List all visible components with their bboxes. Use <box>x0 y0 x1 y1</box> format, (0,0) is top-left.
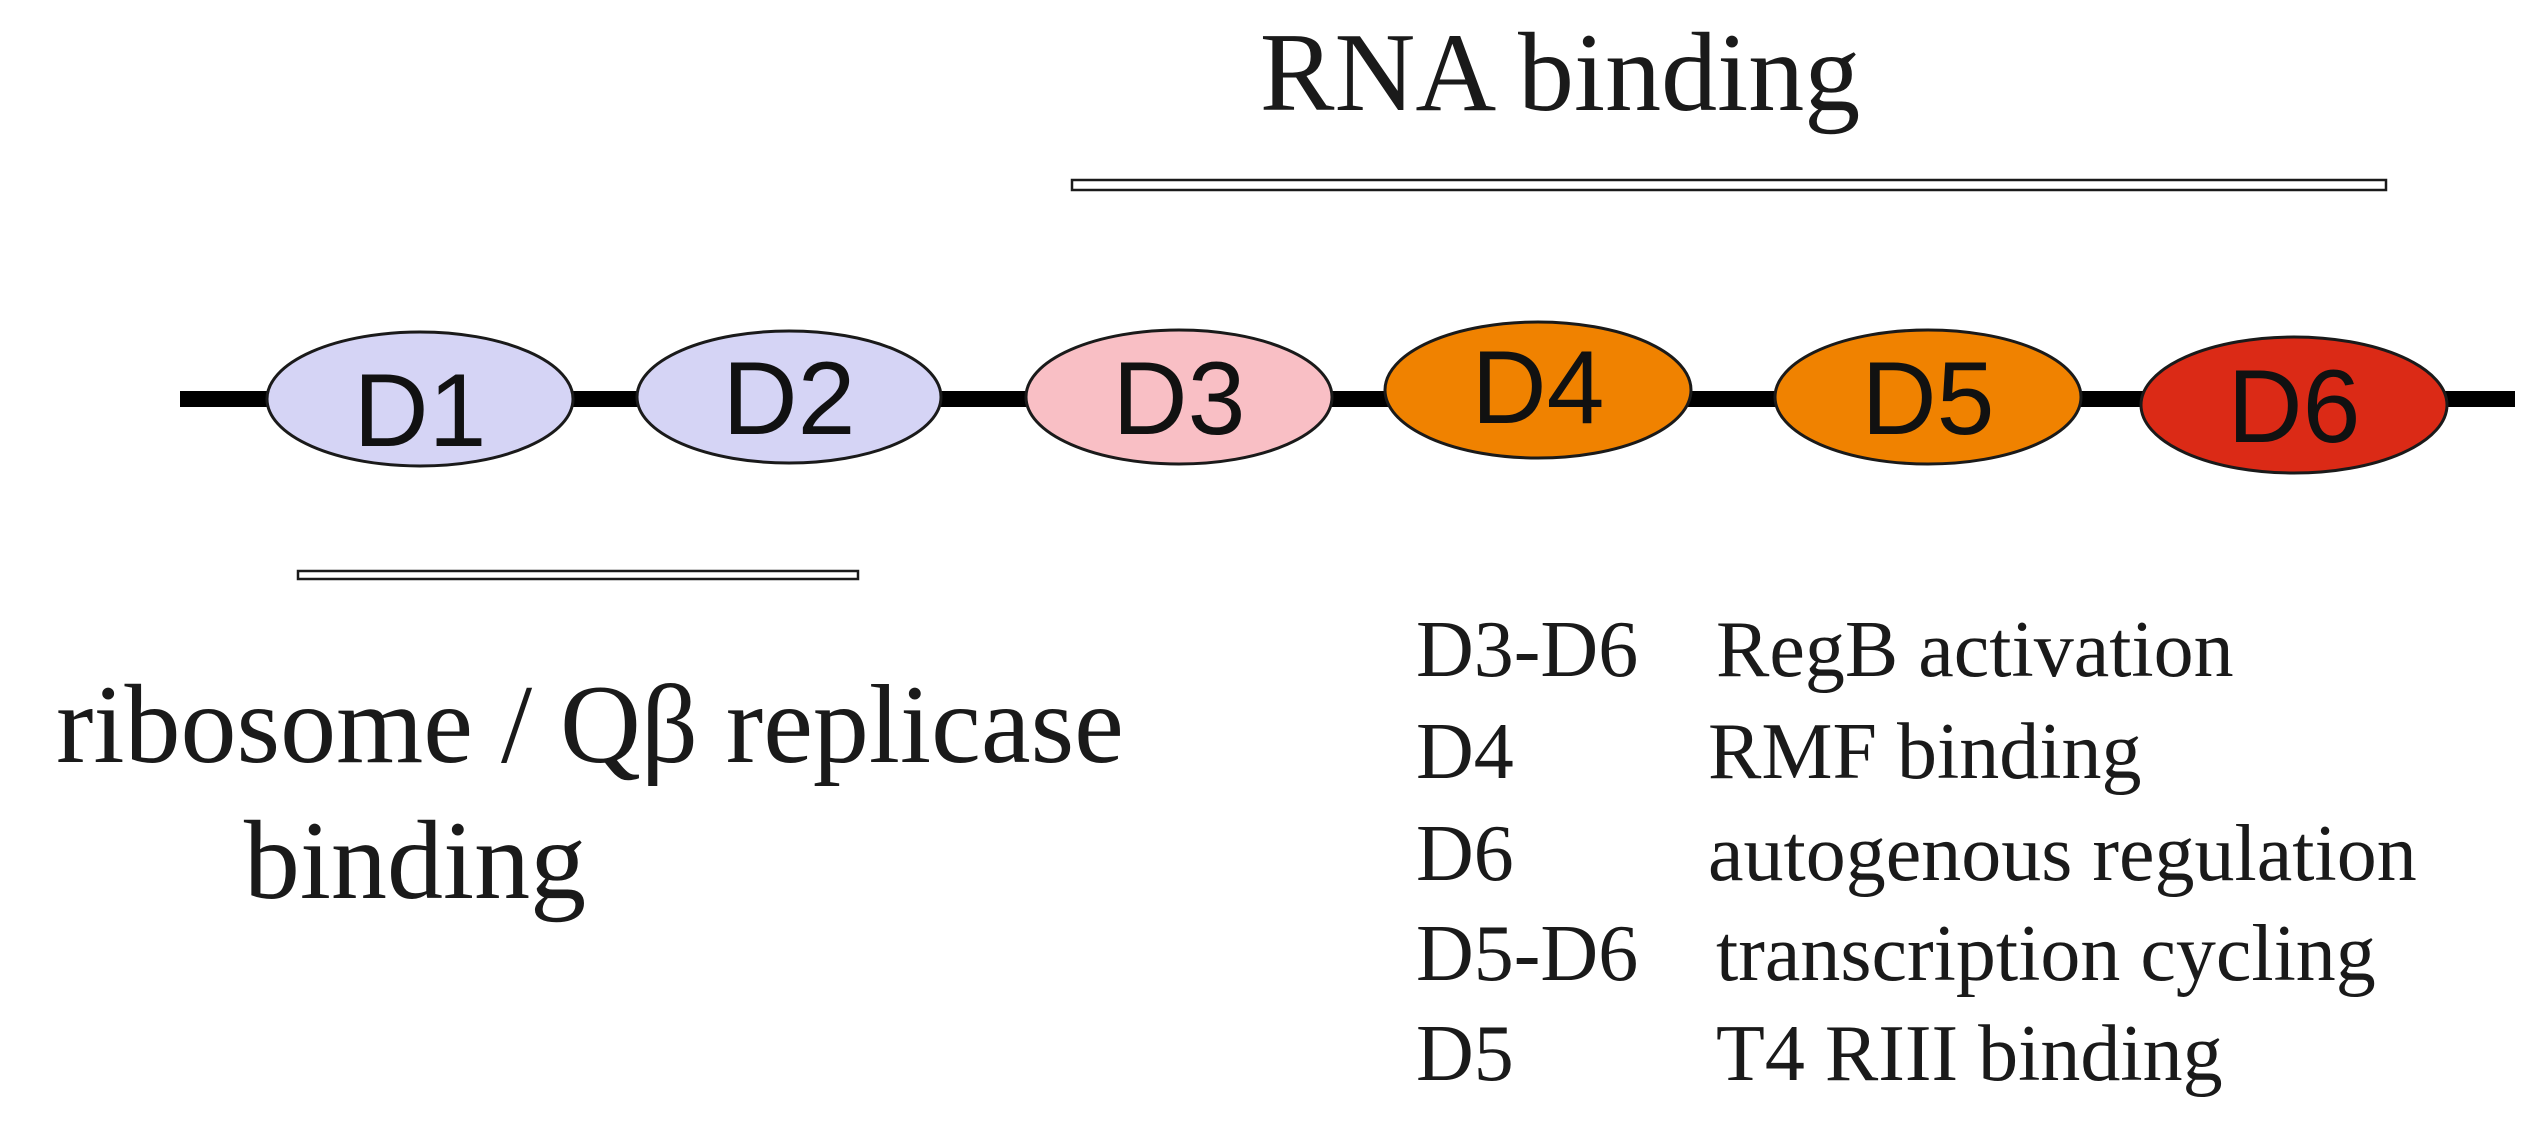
domain-d2: D2 <box>635 329 943 465</box>
function-role: transcription cycling <box>1716 910 2376 998</box>
domain-d5: D5 <box>1773 328 2083 466</box>
function-domain: D5-D6 <box>1416 910 1638 998</box>
domain-d4-label: D4 <box>1472 330 1605 446</box>
domain-d3: D3 <box>1024 328 1334 466</box>
function-domain: D5 <box>1416 1010 1514 1098</box>
function-domain: D6 <box>1416 810 1514 898</box>
domain-d4: D4 <box>1383 320 1693 460</box>
domain-d1: D1 <box>265 330 575 469</box>
domain-d1-label: D1 <box>354 353 487 469</box>
ribosome-binding-bracket <box>296 569 860 581</box>
domain-d4-shape <box>1383 320 1693 460</box>
function-role: T4 RIII binding <box>1716 1010 2223 1098</box>
domain-d6: D6 <box>2139 335 2449 475</box>
rna-binding-label: RNA binding <box>1260 11 1861 135</box>
domain-d1-shape <box>265 330 575 468</box>
domain-d5-label: D5 <box>1862 341 1995 457</box>
function-list: D3-D6 RegB activation D4 RMF binding D6 … <box>1416 606 2417 1098</box>
domain-d5-shape <box>1773 328 2083 466</box>
domain-d2-label: D2 <box>723 341 856 457</box>
function-role: RegB activation <box>1716 606 2234 694</box>
function-domain: D4 <box>1416 708 1514 796</box>
function-domain: D3-D6 <box>1416 606 1638 694</box>
rna-binding-bracket <box>1070 178 2388 192</box>
function-role: autogenous regulation <box>1708 810 2417 898</box>
ribosome-binding-label-line2: binding <box>244 799 586 923</box>
domain-d3-shape <box>1024 328 1334 466</box>
domain-d6-label: D6 <box>2228 349 2361 465</box>
domain-d6-shape <box>2139 335 2449 475</box>
ribosome-binding-label-line1: ribosome / Qβ replicase <box>56 663 1124 787</box>
domain-d3-label: D3 <box>1113 341 1246 457</box>
function-role: RMF binding <box>1708 708 2141 796</box>
domain-d2-shape <box>635 329 943 465</box>
